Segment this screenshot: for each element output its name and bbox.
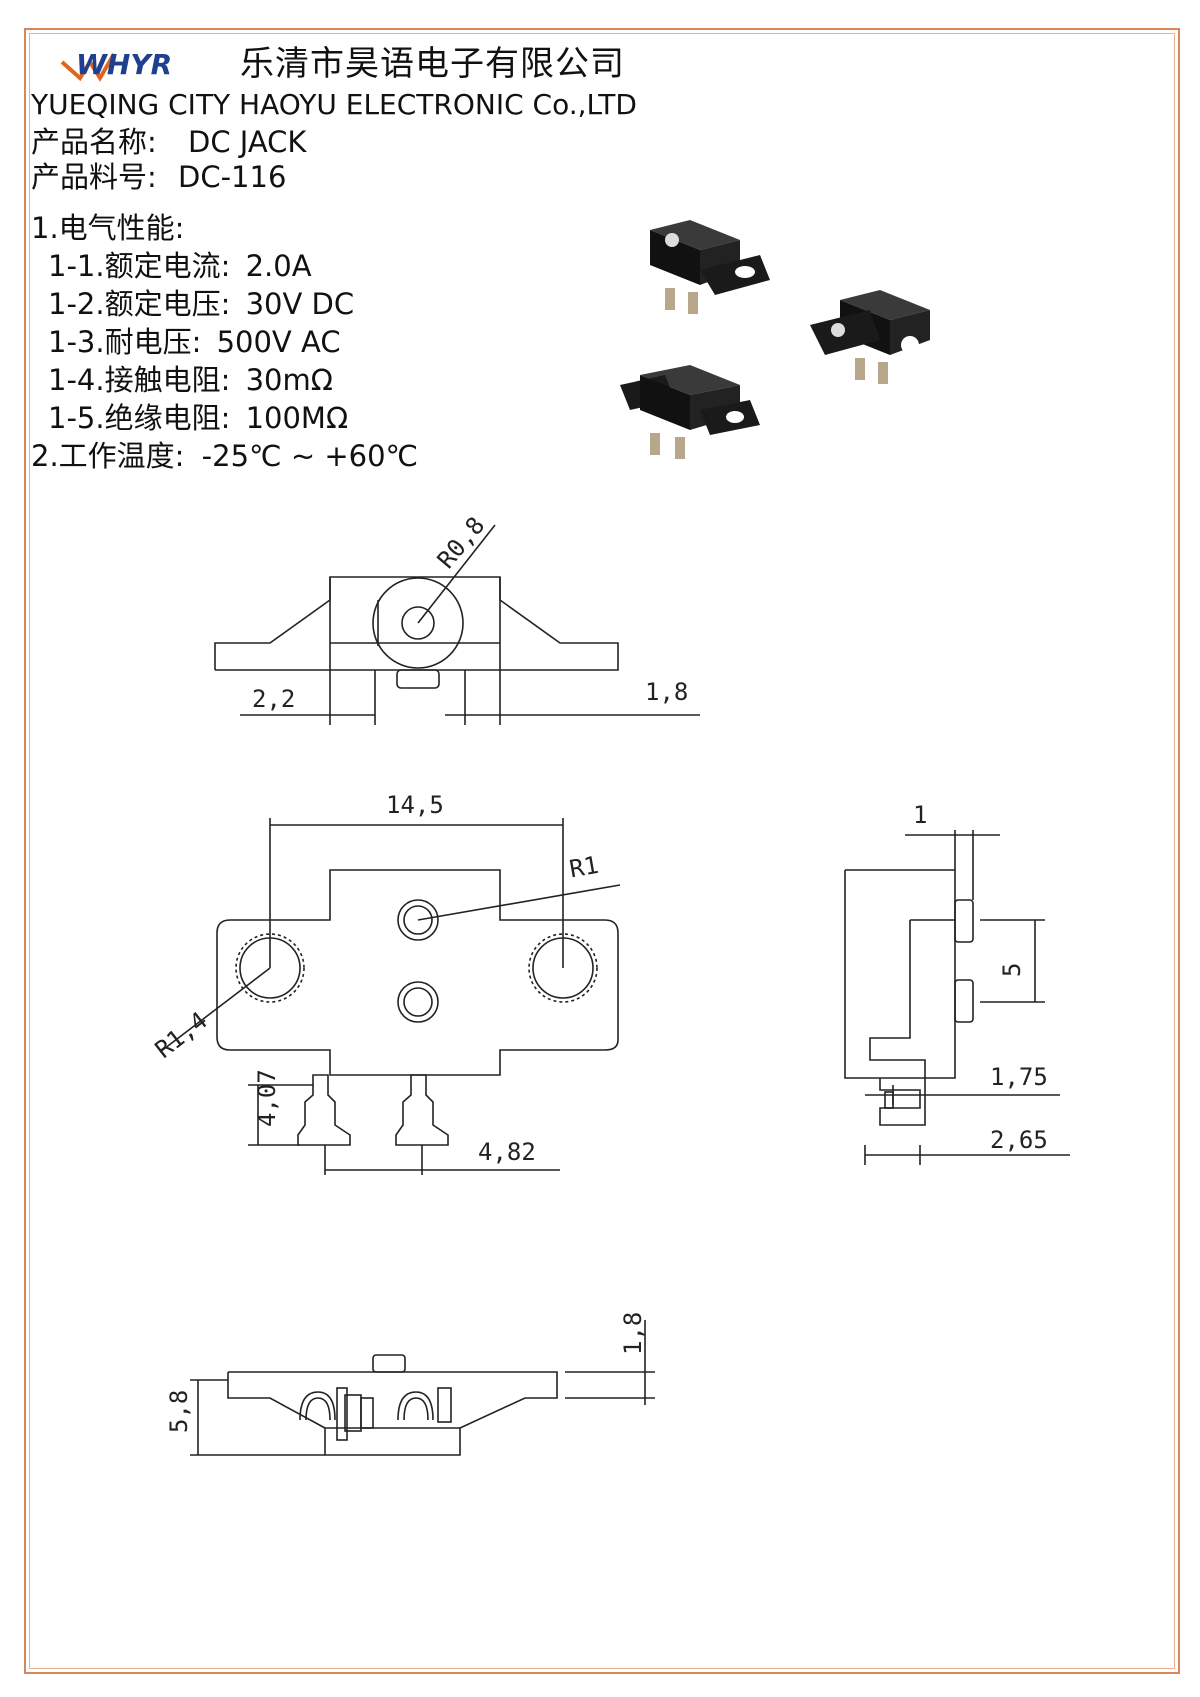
top-view-drawing: R0,8 2,2 1,8 [214, 512, 700, 725]
jack-photo-2 [810, 290, 930, 384]
dim-front-center-radius: R1 [567, 851, 600, 884]
product-name-value: DC JACK [188, 125, 307, 159]
bottom-view-drawing: 5,8 1,8 [165, 1312, 655, 1456]
spec-item: 1-3.耐电压: 500V AC [48, 324, 341, 360]
page-border [24, 28, 1180, 1674]
dim-top-left: 2,2 [252, 685, 295, 713]
spec-label: 1-1.额定电流: [48, 249, 231, 283]
dim-side-offset-a: 1,75 [990, 1063, 1048, 1091]
jack-photo-1 [650, 220, 770, 314]
dim-front-mount-radius: R1,4 [150, 1006, 213, 1064]
company-logo: WHYR [60, 48, 172, 82]
dim-pin-pitch: 4,82 [478, 1138, 536, 1166]
product-name-row: 产品名称: DC JACK [31, 124, 306, 160]
spec-item: 1-2.额定电压: 30V DC [48, 286, 354, 322]
dim-side-pin-spacing: 5 [998, 963, 1026, 977]
spec-value: 100MΩ [245, 401, 349, 435]
spec-item: 1-4.接触电阻: 30mΩ [48, 362, 333, 398]
company-name-en: YUEQING CITY HAOYU ELECTRONIC Co.,LTD [31, 88, 637, 121]
product-part-row: 产品料号: DC-116 [31, 159, 286, 195]
spec-section-electrical: 1.电气性能: [31, 211, 185, 245]
spec-label: 1-4.接触电阻: [48, 363, 231, 397]
company-name-cn: 乐清市昊语电子有限公司 [240, 44, 625, 84]
dim-bottom-height: 5,8 [165, 1390, 193, 1433]
spec-label: 1-5.绝缘电阻: [48, 401, 231, 435]
product-part-label: 产品料号: [31, 160, 157, 194]
dim-pin-height: 4,07 [253, 1069, 281, 1127]
dim-front-width: 14,5 [386, 791, 444, 819]
spec-value: 500V AC [216, 325, 341, 359]
product-name-label: 产品名称: [31, 125, 157, 159]
spec-value: 2.0A [245, 249, 312, 283]
spec-item: 1-5.绝缘电阻: 100MΩ [48, 400, 348, 436]
logo-text: WHYR [76, 48, 172, 81]
spec-label: 1-3.耐电压: [48, 325, 202, 359]
spec-label: 1-2.额定电压: [48, 287, 231, 321]
product-photo [620, 220, 930, 459]
dim-bottom-offset: 1,8 [619, 1312, 647, 1355]
spec-value: 30mΩ [245, 363, 333, 397]
jack-photo-3 [620, 365, 760, 459]
dim-top-right: 1,8 [645, 678, 688, 706]
product-part-value: DC-116 [178, 160, 287, 194]
side-view-drawing: 1 5 1,75 2,65 [844, 801, 1070, 1165]
dim-side-thickness: 1 [913, 801, 927, 829]
spec-value: 30V DC [245, 287, 355, 321]
front-view-drawing: 14,5 R1 R1,4 4,07 4,82 [150, 791, 621, 1175]
spec-label: 2.工作温度: [31, 439, 185, 473]
page-border-inner [29, 33, 1175, 1669]
dim-side-offset-b: 2,65 [990, 1126, 1048, 1154]
spec-item: 1-1.额定电流: 2.0A [48, 248, 312, 284]
spec-temperature: 2.工作温度: -25℃ ~ +60℃ [31, 438, 418, 474]
spec-value: -25℃ ~ +60℃ [201, 439, 419, 473]
